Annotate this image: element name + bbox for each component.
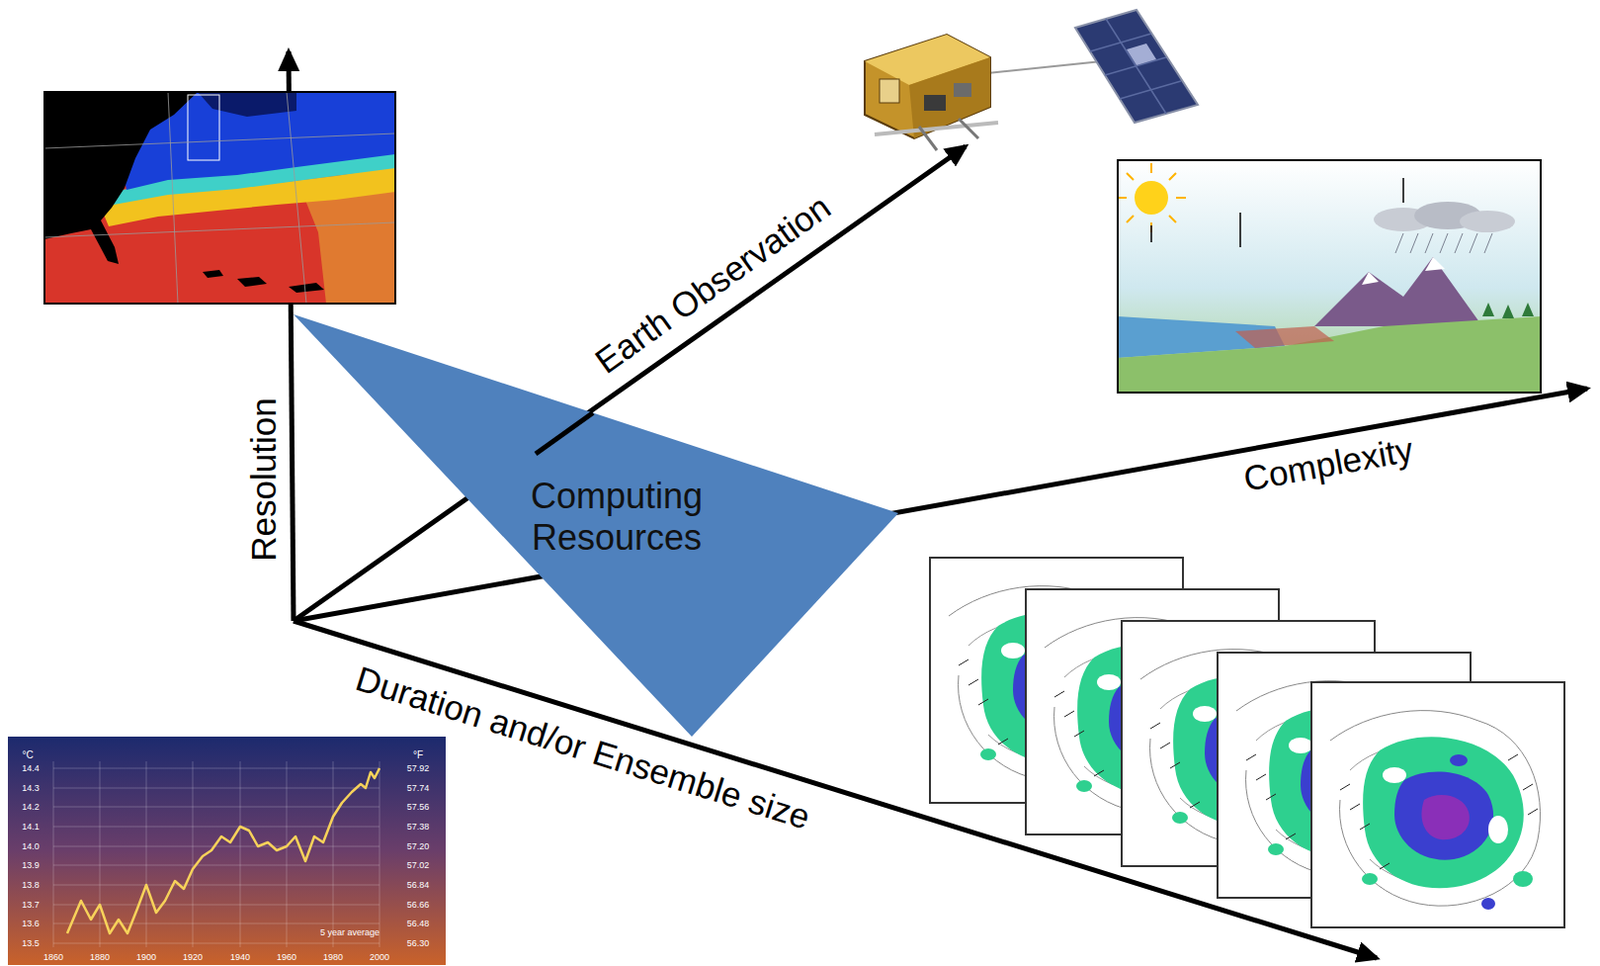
temperature-chart-part-part — [333, 760, 335, 947]
sst-map-part — [187, 94, 220, 161]
sst-map-part — [288, 282, 325, 293]
climate-schematic-part — [1395, 233, 1493, 253]
temperature-chart-part-part — [286, 760, 288, 947]
climate-schematic-part — [1116, 163, 1186, 233]
sst-map-part — [44, 91, 396, 304]
temperature-chart-part-part — [99, 760, 101, 947]
year-label: 1880 — [89, 952, 110, 962]
satellite-part — [874, 122, 999, 135]
climate-schematic-part — [1482, 302, 1534, 319]
duration-axis — [293, 620, 1377, 958]
sst-map-part — [237, 276, 267, 287]
year-label: 1860 — [43, 952, 64, 962]
temperature-chart-part-part — [53, 904, 380, 906]
tick-label: 14.4 — [21, 763, 40, 773]
tick-label: 14.1 — [21, 822, 40, 832]
temperature-chart-part-part — [53, 864, 380, 866]
satellite-part — [1090, 18, 1181, 114]
temperature-chart-part — [67, 767, 380, 933]
climate-schematic-part — [1239, 212, 1242, 248]
node-label: Computing Resources — [493, 475, 741, 560]
year-label: 1940 — [230, 952, 251, 962]
satellite-part — [1126, 43, 1157, 66]
tick-label: 56.66 — [407, 899, 430, 909]
tick-label: 57.56 — [407, 802, 430, 812]
temperature-chart-part-part — [240, 760, 242, 947]
satellite-part — [1075, 9, 1198, 123]
year-label: 1900 — [136, 952, 157, 962]
tick-label: 14.0 — [21, 841, 40, 850]
tick-label: 57.02 — [407, 860, 430, 870]
climate-schematic-part — [1117, 160, 1541, 393]
temperature-chart-part — [7, 736, 446, 965]
climate-schematic-part — [1314, 256, 1483, 327]
temperature-chart-part-part — [146, 760, 148, 947]
tick-label: 14.2 — [21, 802, 40, 812]
tick-label: 13.7 — [21, 899, 40, 909]
tick-label: 57.92 — [407, 763, 430, 773]
tick-label: 57.20 — [407, 841, 430, 850]
tick-label: 13.5 — [21, 938, 40, 948]
satellite — [864, 9, 1198, 151]
climate-schematic-part — [1117, 316, 1541, 393]
axis-label: Resolution — [246, 397, 281, 561]
temperature-chart-part-part — [379, 760, 381, 947]
climate-schematic-part — [1361, 271, 1379, 285]
year-label: 2000 — [369, 952, 390, 962]
tick-label: 13.8 — [21, 880, 40, 890]
ensemble-maps-part — [1311, 681, 1565, 927]
year-label: 1920 — [182, 952, 203, 962]
satellite-part — [864, 34, 991, 139]
axis-label: Complexity — [1241, 430, 1417, 496]
tick-label: 57.74 — [407, 782, 430, 792]
sst-map-part — [197, 91, 297, 117]
temperature-chart — [7, 736, 446, 965]
satellite-part — [978, 61, 1102, 75]
tick-label: 57.38 — [407, 822, 430, 832]
climate-schematic-part — [1235, 326, 1335, 348]
year-label: 1960 — [276, 952, 297, 962]
satellite-part — [958, 118, 979, 139]
climate-schematic-part — [1425, 256, 1445, 271]
tick-label: 14.3 — [21, 782, 40, 792]
temperature-chart-part-part — [53, 760, 55, 947]
climate-schematic-part — [1459, 210, 1516, 233]
temperature-chart-part-part — [53, 942, 380, 944]
climate-schematic-part — [1134, 180, 1169, 215]
tick-label: 13.9 — [21, 860, 40, 870]
temperature-chart-part-part — [53, 845, 380, 847]
sst-map — [44, 91, 396, 304]
satellite-part — [879, 79, 900, 103]
chart-note: 5 year average — [320, 927, 380, 937]
axes — [288, 51, 1588, 958]
climate-schematic-part — [1150, 225, 1153, 243]
ensemble-maps — [929, 557, 1565, 927]
temperature-chart-part-part — [53, 923, 380, 925]
temperature-chart-part-part — [53, 767, 380, 769]
sst-map-part — [202, 269, 224, 278]
satellite-part — [919, 126, 937, 151]
climate-schematic — [1116, 160, 1541, 393]
climate-schematic-part — [1402, 177, 1405, 203]
climate-schematic-part — [1117, 160, 1541, 393]
tick-label: 56.84 — [407, 880, 430, 890]
temperature-chart-part-part — [53, 787, 380, 789]
year-label: 1980 — [323, 952, 343, 962]
axis-segment — [535, 413, 593, 455]
temperature-chart-part-part — [192, 760, 194, 947]
unit-label: °C — [21, 750, 33, 760]
temperature-chart-part-part — [53, 884, 380, 886]
tick-label: 56.30 — [407, 938, 430, 948]
satellite-part — [953, 83, 972, 97]
tick-label: 56.48 — [407, 919, 430, 928]
temperature-chart-part — [53, 760, 380, 947]
sst-map-part — [44, 91, 396, 304]
axis-label: Earth Observation — [589, 188, 837, 380]
sst-map-part — [44, 91, 396, 304]
unit-label: °F — [413, 750, 423, 760]
satellite-part — [924, 94, 946, 111]
tick-label: 13.6 — [21, 919, 40, 928]
temperature-chart-part-part — [53, 806, 380, 808]
